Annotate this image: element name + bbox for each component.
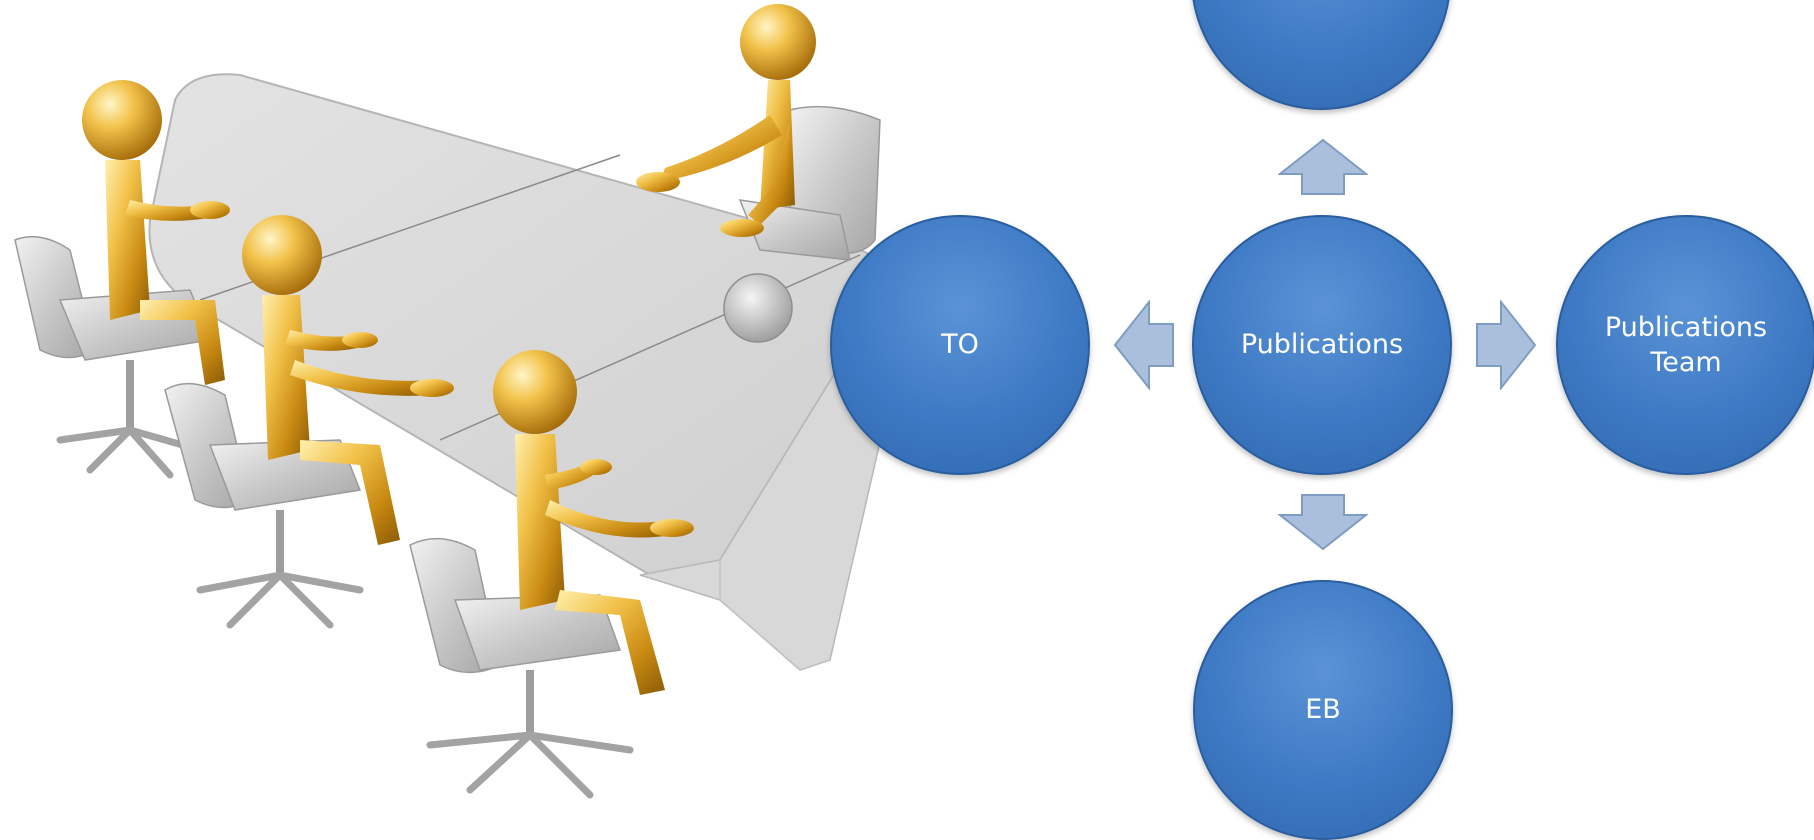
meeting-illustration xyxy=(14,4,888,799)
arrow-up-icon xyxy=(1278,138,1368,195)
node-publications-team: Publications Team xyxy=(1556,215,1814,475)
node-publications: Publications xyxy=(1192,215,1452,475)
node-eb: EB xyxy=(1193,580,1453,840)
chair-front xyxy=(409,537,634,799)
arrow-left-icon xyxy=(1113,300,1174,390)
arrow-down-icon xyxy=(1278,494,1368,551)
node-top xyxy=(1191,0,1451,110)
figure-front xyxy=(493,350,694,695)
figure-top-right xyxy=(636,4,816,237)
arrow-right-icon xyxy=(1476,300,1537,390)
figure-left-middle xyxy=(242,215,454,545)
figure-left-back xyxy=(82,80,230,385)
chair-left-2 xyxy=(164,382,364,629)
node-to: TO xyxy=(830,215,1090,475)
